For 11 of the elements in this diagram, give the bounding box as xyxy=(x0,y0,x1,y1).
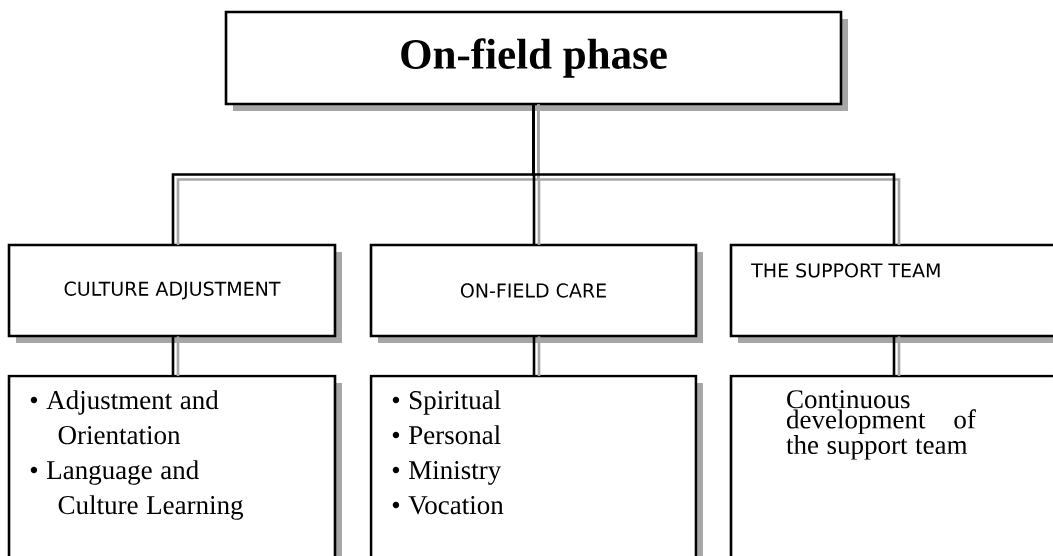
list-box: • Spiritual • Personal • Ministry • Vocation xyxy=(369,374,703,556)
connector xyxy=(171,336,180,376)
text-box: Continuous development of the support team xyxy=(729,374,1053,556)
connector xyxy=(892,336,901,376)
connector xyxy=(532,336,541,376)
title-box: On-field phase xyxy=(224,10,848,111)
connector xyxy=(532,104,901,245)
heading-box: CULTURE ADJUSTMENT xyxy=(7,243,342,343)
list-box: • Adjustment and Orientation • Language and Culture Learning xyxy=(7,374,342,556)
heading-box: THE SUPPORT TEAM xyxy=(729,243,1053,343)
heading-box: ON-FIELD CARE xyxy=(369,243,703,343)
